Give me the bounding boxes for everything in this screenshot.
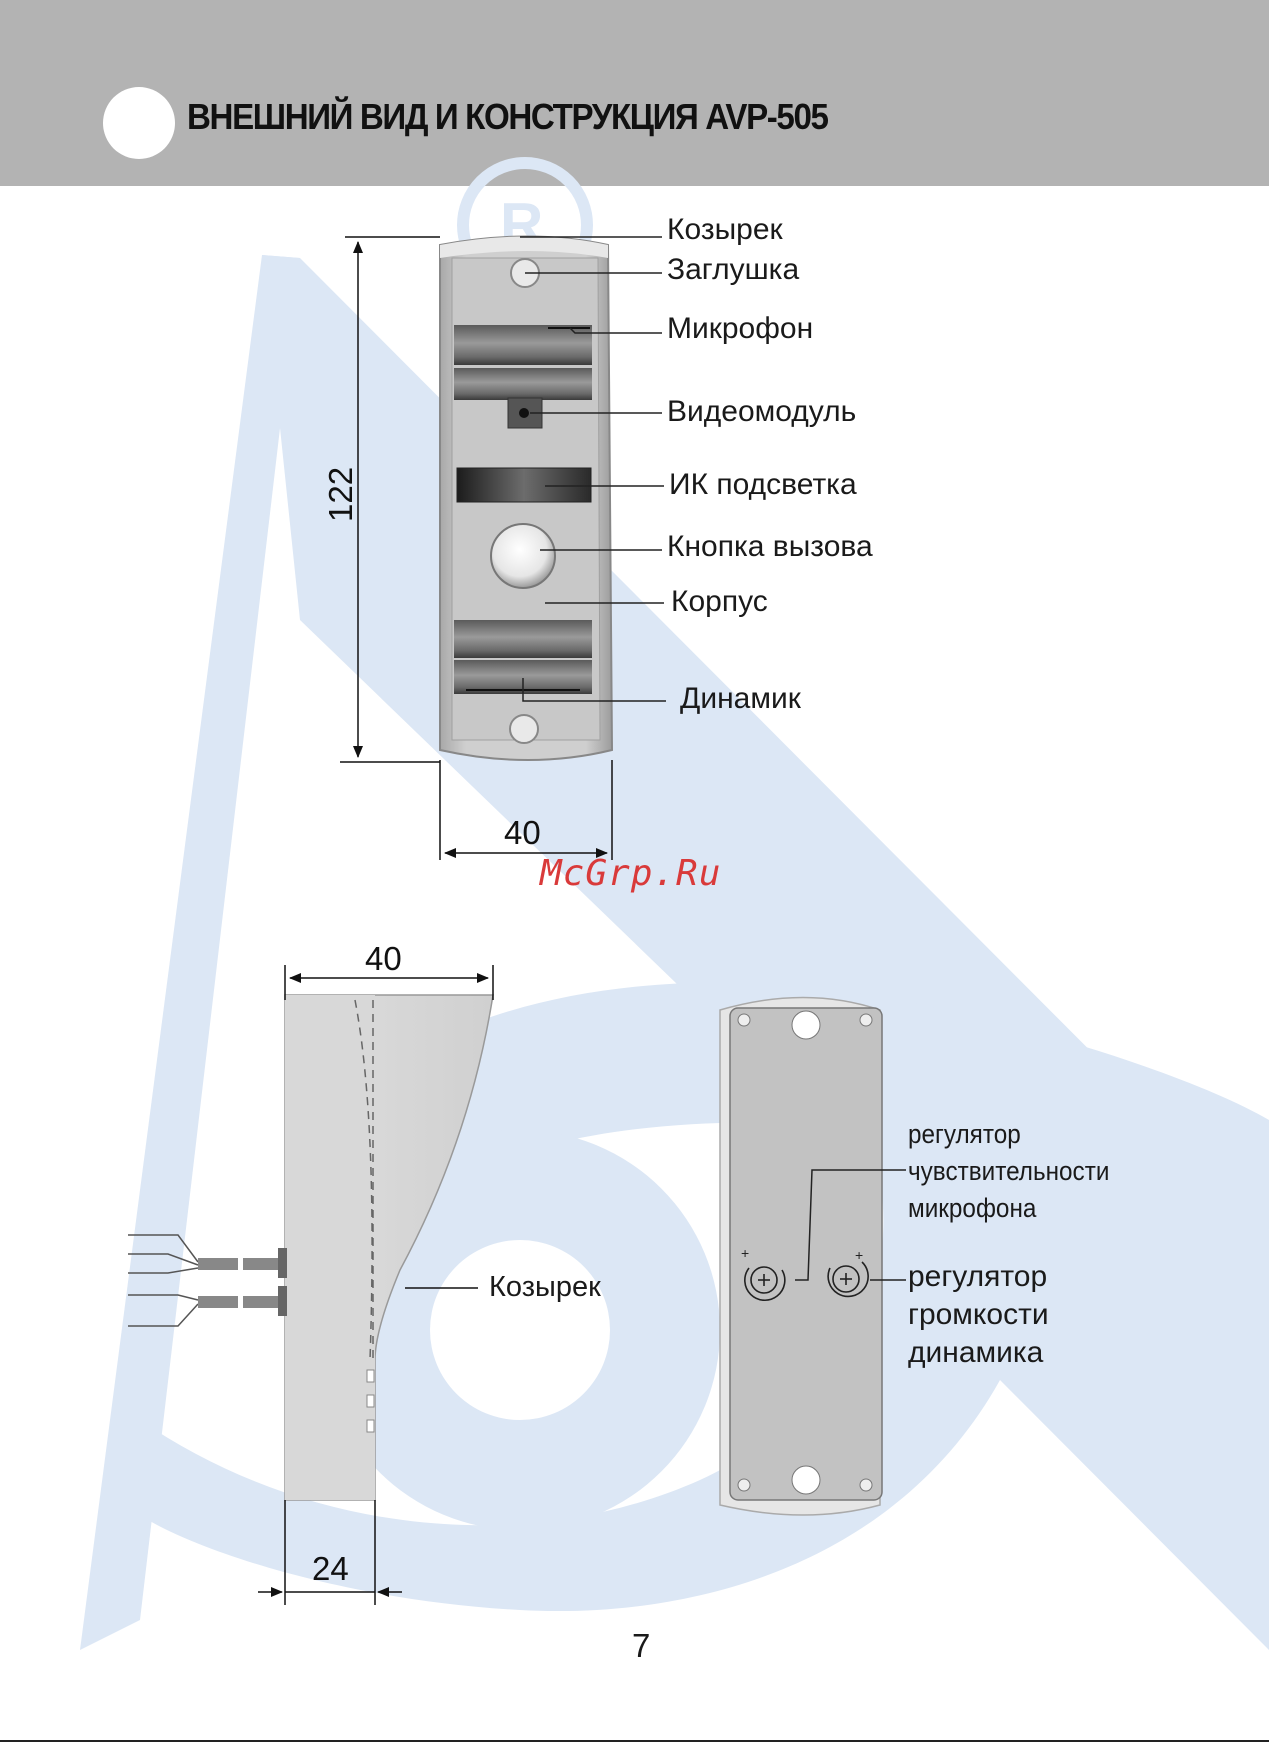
label-plug: Заглушка [667,253,799,287]
label-housing: Корпус [671,585,768,619]
label-mic-sensitivity-line-2: чувствительности [908,1153,1109,1190]
bottom-rule [0,1740,1269,1742]
label-speaker-volume-line-2: громкости [908,1296,1049,1334]
svg-text:+: + [855,1247,863,1263]
back-view-device: + + [720,998,882,1516]
dimension-side-depth: 40 [365,940,402,978]
label-mic-sensitivity: регулятор чувствительности микрофона [908,1116,1109,1227]
label-speaker-volume-line-3: динамика [908,1334,1049,1372]
label-video-module: Видеомодуль [667,395,856,429]
svg-text:+: + [741,1245,749,1261]
label-speaker-volume: регулятор громкости динамика [908,1258,1049,1372]
dimension-front-width: 40 [504,814,541,852]
label-speaker-volume-line-1: регулятор [908,1258,1049,1296]
label-side-visor: Козырек [489,1271,601,1304]
front-view-device [440,237,612,761]
label-mic-sensitivity-line-3: микрофона [908,1190,1109,1227]
watermark-logo: R [0,163,1269,1745]
label-microphone: Микрофон [667,312,813,346]
label-mic-sensitivity-line-1: регулятор [908,1116,1109,1153]
label-ir-light: ИК подсветка [669,468,857,502]
label-call-button: Кнопка вызова [667,530,873,564]
dimension-height: 122 [322,467,360,522]
page-number: 7 [632,1627,650,1665]
label-speaker: Динамик [680,682,801,716]
label-visor: Козырек [667,213,783,247]
dimension-side-bottom: 24 [312,1550,349,1588]
watermark-text: McGrp.Ru [540,853,721,894]
